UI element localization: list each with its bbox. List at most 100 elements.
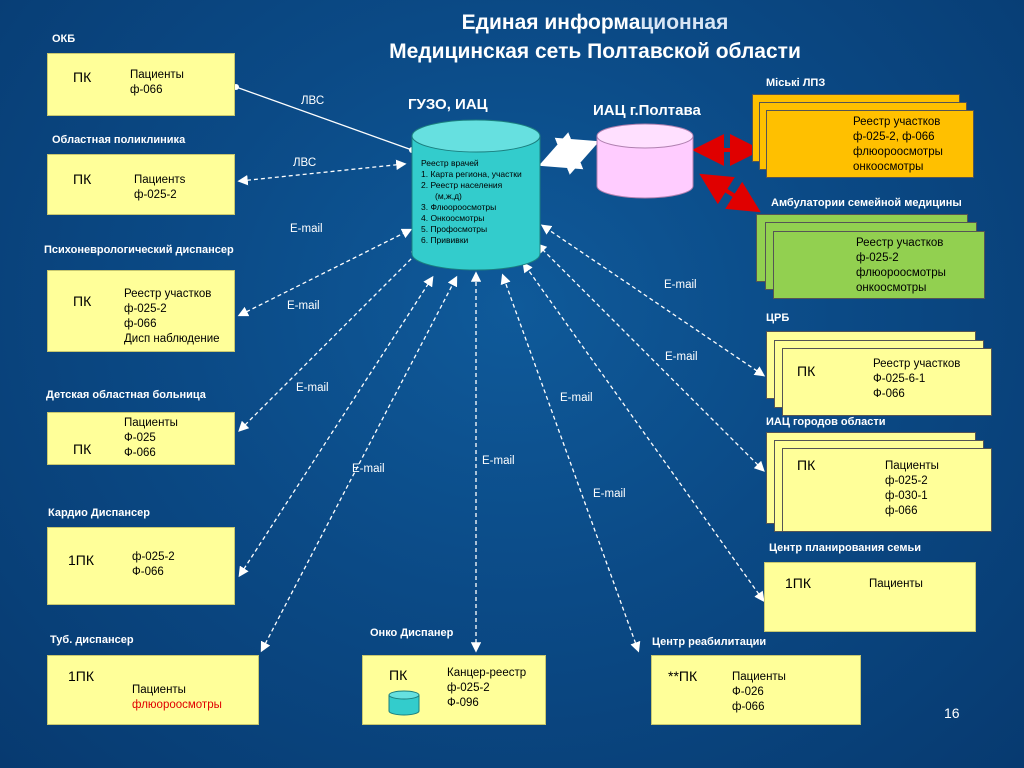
info-line: Ф-025 (124, 432, 156, 444)
db-item: 2. Реестр населения (421, 180, 503, 190)
title-part: информа (538, 11, 641, 34)
cardio-header: Кардио Диспансер (48, 507, 151, 519)
info-line: Пациенты (869, 578, 923, 590)
box-info: Реестр участков ф-025-2 флюороосмотры он… (856, 236, 946, 296)
info-line: флюороосмотры (856, 267, 946, 279)
rehab-header: Центр реабилитации (652, 636, 767, 648)
info-line: Канцер-реестр (447, 667, 527, 679)
info-line: онкоосмотры (856, 282, 927, 294)
info-line: Ф-026 (732, 686, 764, 698)
database-icon (388, 690, 420, 716)
pk-label: 1ПК (68, 552, 95, 568)
info-line: Ф-096 (447, 697, 479, 709)
link-okb (235, 86, 413, 151)
email-label: E-mail (352, 463, 385, 475)
pk-label: ПК (797, 457, 816, 473)
family-planning-box: 1ПК Пациенты (764, 562, 976, 632)
info-line: онкоосмотры (853, 161, 924, 173)
info-line: Пациенты (732, 671, 786, 683)
iac-database-icon (596, 123, 694, 199)
onko-header: Онко Диспанер (370, 627, 454, 639)
ambul-header: Амбулатории семейной медицины (771, 197, 962, 209)
iac-poltava-label: ИАЦ г.Полтава (593, 102, 701, 119)
info-line: ф-025-2 (124, 303, 167, 315)
box-info: Пациенты Ф-026 ф-066 (732, 670, 786, 715)
box-info: Пациенты флюороосмотры (132, 683, 222, 713)
email-label: E-mail (296, 382, 329, 394)
box-info: Пациентs ф-025-2 (134, 173, 185, 203)
crb-box: ПК Реестр участков Ф-025-6-1 Ф-066 (782, 348, 992, 416)
family-planning-header: Центр планирования семьи (769, 542, 922, 554)
pk-label: ПК (73, 171, 92, 187)
info-line: ф-066 (130, 84, 163, 96)
okb-box: ПК Пациенты ф-066 (47, 53, 235, 116)
link-cardio (238, 275, 434, 578)
info-line: Реестр участков (124, 288, 212, 300)
title-part: цинская сеть Полтавской области (444, 40, 801, 63)
box-info: Реестр участков ф-025-2 ф-066 Дисп наблю… (124, 287, 220, 347)
info-line: ф-025-2 (447, 682, 490, 694)
db-item: 3. Флюороосмотры (421, 202, 497, 212)
email-label: E-mail (287, 300, 320, 312)
info-line: Пациенты (132, 684, 186, 696)
tub-box: 1ПК Пациенты флюороосмотры (47, 655, 259, 725)
city-lpz-header: Міські ЛПЗ (766, 77, 826, 89)
box-info: Пациенты Ф-025 Ф-066 (124, 416, 178, 461)
db-item: (м,ж,д) (435, 191, 462, 201)
pk-label: 1ПК (785, 575, 812, 591)
city-lpz-box: Реестр участков ф-025-2, ф-066 флюороосм… (766, 110, 974, 178)
pk-label: ПК (73, 293, 92, 309)
db-item: Реестр врачей (421, 158, 479, 168)
info-line: ф-066 (885, 505, 918, 517)
email-label: E-mail (593, 488, 626, 500)
lvs-label: ЛВС (301, 95, 325, 107)
db-item: 1. Карта региона, участки (421, 169, 522, 179)
db-item: 5. Профосмотры (421, 224, 488, 234)
info-line: флюороосмотры (132, 699, 222, 711)
link-psycho (237, 228, 413, 317)
email-label: E-mail (290, 223, 323, 235)
info-line: Реестр участков (853, 116, 941, 128)
guzo-db-list: Реестр врачей 1. Карта региона, участки … (421, 158, 522, 246)
info-line: Пациенты (124, 417, 178, 429)
oblpoliklinika-box: ПК Пациентs ф-025-2 (47, 154, 235, 215)
link-oblpoliklinika (237, 159, 407, 186)
iac-cities-box: ПК Пациенты ф-025-2 ф-030-1 ф-066 (782, 448, 992, 532)
pk-label: ПК (389, 667, 408, 683)
box-info: Канцер-реестр ф-025-2 Ф-096 (447, 666, 526, 711)
link-iac-ambul (699, 173, 761, 213)
link-child (238, 248, 422, 432)
info-line: Реестр участков (873, 358, 961, 370)
info-line: ф-025-2 (134, 189, 177, 201)
okb-header: ОКБ (52, 33, 76, 45)
email-label: E-mail (560, 392, 593, 404)
psycho-box: ПК Реестр участков ф-025-2 ф-066 Дисп на… (47, 270, 235, 352)
info-line: ф-025-2 (856, 252, 899, 264)
email-label: E-mail (664, 279, 697, 291)
title-part: Единая (461, 11, 539, 34)
email-label: E-mail (482, 455, 515, 467)
box-info: Реестр участков ф-025-2, ф-066 флюороосм… (853, 115, 943, 175)
pk-label: ПК (73, 441, 92, 457)
pk-label: ПК (797, 363, 816, 379)
info-line: Пациенты (885, 460, 939, 472)
guzo-database-icon (411, 119, 541, 271)
box-info: Пациенты ф-066 (130, 68, 184, 98)
title-part: Меди (389, 40, 445, 63)
psycho-header: Психоневрологический диспансер (44, 244, 234, 256)
onko-box: ПК Канцер-реестр ф-025-2 Ф-096 (362, 655, 546, 725)
info-line: ф-066 (732, 701, 765, 713)
db-item: 6. Прививки (421, 235, 469, 245)
guzo-label: ГУЗО, ИАЦ (408, 96, 488, 113)
box-info: Реестр участков Ф-025-6-1 Ф-066 (873, 357, 960, 402)
email-label: E-mail (665, 351, 698, 363)
child-hospital-box: ПК Пациенты Ф-025 Ф-066 (47, 412, 235, 465)
info-line: Ф-066 (873, 388, 905, 400)
rehab-box: **ПК Пациенты Ф-026 ф-066 (651, 655, 861, 725)
box-info: Пациенты ф-025-2 ф-030-1 ф-066 (885, 459, 939, 519)
link-crb (540, 224, 766, 377)
info-line: Ф-066 (132, 566, 164, 578)
title-part: ционная (640, 11, 729, 34)
tub-header: Туб. диспансер (50, 634, 134, 646)
info-line: Пациентs (134, 174, 186, 186)
